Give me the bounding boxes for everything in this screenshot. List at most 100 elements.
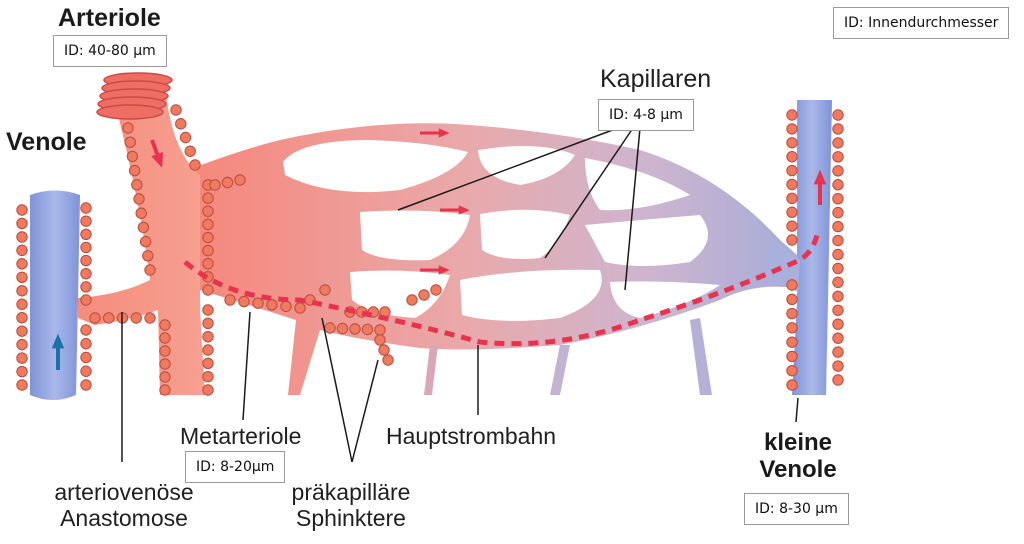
muscle-cell [202,205,214,217]
muscle-cell [234,174,246,186]
muscle-cell [832,262,844,275]
flow-arrow-head [151,152,164,168]
muscle-cell [832,304,844,316]
muscle-cell [80,202,92,214]
muscle-cell [786,307,798,320]
muscle-cell [16,271,28,284]
muscle-cell [406,294,418,306]
muscle-cell [80,268,92,280]
muscle-cell [16,217,28,230]
muscle-cell [202,330,214,343]
muscle-cell [378,344,390,356]
flow-arrow-head [438,265,450,275]
main-flow-path [183,229,821,347]
flow-arrow-head [813,169,827,185]
muscle-cell [159,371,171,383]
muscle-cell [16,379,28,391]
muscle-cell [16,298,28,310]
sphinktere-line1: präkapilläre [291,479,411,505]
metarteriole-label: Metarteriole [180,423,302,449]
muscle-cell [142,250,154,262]
arteriole-muscle-rings [96,72,173,120]
muscle-cell [786,123,798,135]
muscle-cell [159,332,171,344]
muscle-cell [280,300,292,313]
muscle-cell [374,324,386,336]
muscle-cell [832,360,844,372]
flow-arrows [51,128,827,370]
muscle-cell [202,218,214,231]
muscle-cell [170,104,182,116]
muscle-cell [139,235,152,248]
muscle-cell [80,379,92,391]
muscle-cell [832,220,844,233]
muscle-cell [786,164,798,177]
muscle-cell [184,145,196,157]
muscle-cell [786,150,798,163]
muscle-cell [202,284,214,296]
kleine-venole-label-line2: Venole [759,455,837,483]
muscle-cell [202,231,214,244]
muscle-cell [786,109,798,121]
muscle-cell [832,192,844,205]
muscle-cell [336,322,349,335]
muscle-cell [202,344,214,356]
muscle-cell [128,164,141,177]
muscle-cell [294,302,306,314]
leader-lines [121,127,799,463]
muscle-cell [159,358,171,370]
muscle-cell [382,354,394,366]
kapillaren-label: Kapillaren [600,65,712,93]
kleine-venole-vessel [792,100,832,395]
muscle-cell [16,244,28,257]
muscle-cell [16,258,28,270]
muscle-cell [430,284,442,296]
muscle-cell [786,192,798,205]
muscle-cell [324,322,336,334]
muscle-cell [349,323,361,335]
kleine-venole-label: kleine Venole [748,429,848,484]
muscle-cell [137,221,150,234]
muscle-cell [786,279,798,291]
muscle-cell [202,192,214,204]
muscle-cell [786,206,798,218]
muscle-cell [126,150,139,163]
capillary-branch [550,345,570,395]
muscle-cell [832,165,844,177]
muscle-cell [786,293,798,305]
muscle-cell [135,207,147,219]
muscle-cell [124,136,136,148]
muscle-cell [16,231,28,243]
muscle-cell [89,312,101,324]
muscle-cell [16,311,28,324]
muscle-cell [202,258,214,270]
av-anastomose-line2: Anastomose [60,504,188,531]
muscle-cell [832,234,844,247]
hauptstrombahn-label: Hauptstrombahn [386,423,557,449]
muscle-cell [832,151,844,163]
venole-label: Venole [6,128,87,156]
muscle-cell [16,338,28,351]
muscle-cell [832,109,844,121]
kleine-venole-id-box: ID: 8-30 µm [744,493,849,525]
muscle-cell [122,122,134,134]
muscle-cell [202,370,214,383]
muscle-cell [832,123,844,135]
muscle-cell [189,159,201,171]
muscle-cell [832,137,844,149]
arteriole-label: Arteriole [58,4,161,32]
muscle-cell [832,179,844,191]
muscle-cell [80,228,92,240]
muscle-cell [80,338,92,350]
muscle-cell [16,204,28,216]
muscle-cell [131,179,143,191]
muscle-cell [202,304,214,316]
flow-arrow-head [438,128,450,138]
muscle-cell [832,276,844,289]
muscle-cell [144,312,156,324]
metarteriole-id-box: ID: 8-20µm [185,451,286,483]
muscle-cell [80,365,92,377]
av-anastomose-line1: arteriovenöse [54,479,194,505]
muscle-cell [130,312,142,324]
muscle-cell [16,365,28,378]
